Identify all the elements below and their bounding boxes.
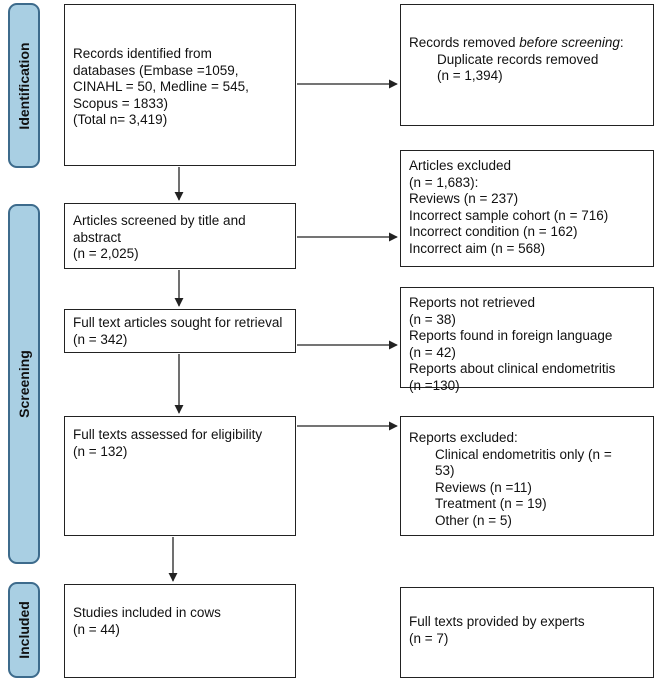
full-text-sought-box: Full text articles sought for retrieval … xyxy=(64,309,296,353)
removed-suffix: : xyxy=(619,35,624,50)
text-line: abstract xyxy=(73,229,122,245)
text-line: Reports not retrieved xyxy=(409,295,536,310)
text-line: Reports excluded: xyxy=(409,430,518,445)
text-line: Articles screened by title and xyxy=(73,213,246,228)
text-line: Reviews (n = 237) xyxy=(409,191,519,206)
text-line: Scopus = 1833) xyxy=(73,95,168,111)
text-line: Articles excluded xyxy=(409,158,512,173)
experts-provided-box: Full texts provided by experts (n = 7) xyxy=(400,587,654,678)
full-texts-assessed-box: Full texts assessed for eligibility (n =… xyxy=(64,416,296,536)
text-line: Incorrect aim (n = 568) xyxy=(409,240,546,256)
text-line: (n = 1,683): xyxy=(409,174,479,190)
stage-screening: Screening xyxy=(8,204,40,564)
removed-prefix: Records removed xyxy=(409,35,520,50)
removed-emph: before screening xyxy=(519,35,620,50)
records-removed-box: Records removed before screening: Duplic… xyxy=(400,4,654,126)
text-line: Full texts provided by experts xyxy=(409,614,585,629)
text-line: Treatment (n = 19) xyxy=(435,496,547,511)
text-line: Incorrect sample cohort (n = 716) xyxy=(409,207,609,223)
studies-included-box: Studies included in cows (n = 44) xyxy=(64,584,296,678)
text-line: Reports found in foreign language xyxy=(409,328,613,343)
text-line: (Total n= 3,419) xyxy=(73,112,168,127)
reports-not-retrieved-box: Reports not retrieved (n = 38) Reports f… xyxy=(400,287,654,393)
text-line: (n = 38) xyxy=(409,311,456,327)
articles-excluded-box: Articles excluded (n = 1,683): Reviews (… xyxy=(400,150,654,267)
text-line: (n = 44) xyxy=(73,621,120,637)
text-line: 53) xyxy=(435,463,455,478)
text-line: Records removed before screening: xyxy=(409,35,645,52)
text-line: Duplicate records removed xyxy=(437,51,599,67)
text-line: databases (Embase =1059, xyxy=(73,62,239,78)
text-line: Reviews (n =11) xyxy=(435,479,532,495)
articles-screened-box: Articles screened by title and abstract … xyxy=(64,203,296,269)
text-line: Studies included in cows xyxy=(73,605,221,620)
records-identified-box: Records identified from databases (Embas… xyxy=(64,4,296,166)
text-line: Incorrect condition (n = 162) xyxy=(409,224,578,239)
text-line: (n = 342) xyxy=(73,331,128,347)
text-line: (n = 42) xyxy=(409,344,456,360)
text-line: Records identified from xyxy=(73,46,212,61)
stage-included: Included xyxy=(8,582,40,678)
text-line: (n = 7) xyxy=(409,630,449,646)
text-line: Clinical endometritis only (n = xyxy=(435,446,612,462)
text-line: (n = 1,394) xyxy=(437,68,503,83)
reports-excluded-box: Reports excluded: Clinical endometritis … xyxy=(400,416,654,536)
text-line: (n = 132) xyxy=(73,443,128,459)
text-line: (n = 2,025) xyxy=(73,246,139,261)
stage-identification: Identification xyxy=(8,3,40,168)
text-line: Full texts assessed for eligibility xyxy=(73,427,263,442)
text-line: CINAHL = 50, Medline = 545, xyxy=(73,79,249,94)
text-line: Reports about clinical endometritis xyxy=(409,361,616,376)
text-line: Full text articles sought for retrieval xyxy=(73,315,283,330)
text-line: Other (n = 5) xyxy=(435,512,512,528)
text-line: (n =130) xyxy=(409,377,460,393)
